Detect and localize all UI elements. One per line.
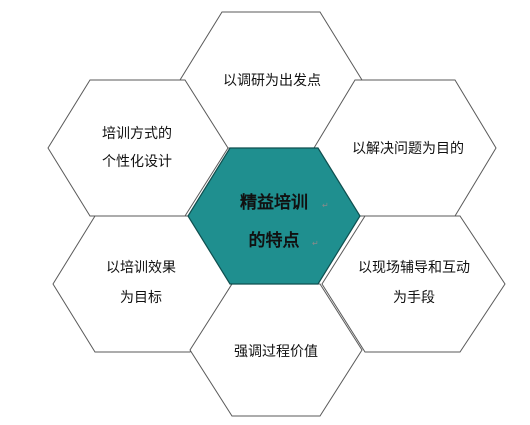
hexagon-upper-left-label-line-2: 个性化设计 [102, 154, 172, 170]
hexagon-upper-right-label-line-1: 以解决问题为目的 [352, 141, 464, 157]
hexagon-bottom-label-line-1: 强调过程价值 [234, 344, 318, 360]
hexagon-center-label-line-2: 的特点 [249, 230, 300, 251]
hexagon-lower-left-label-line-1: 以培训效果 [106, 260, 176, 276]
hexagon-lower-right-label-line-1: 以现场辅导和互动 [358, 260, 470, 276]
hexagon-top-label-line-1: 以调研为出发点 [223, 73, 321, 89]
hexagon-center: 精益培训 的特点 ↵ ↵ [187, 147, 361, 285]
hexagon-lower-right: 以现场辅导和互动 为手段 [321, 215, 506, 353]
hexagon-center-label-line-1: 精益培训 [240, 192, 308, 213]
hexagon-bottom-shape [189, 283, 363, 417]
hexagon-bottom: 强调过程价值 [189, 283, 363, 417]
paragraph-mark-icon: ↵ [322, 201, 329, 210]
hexagon-lower-right-shape [321, 215, 506, 353]
paragraph-mark-icon: ↵ [312, 239, 319, 248]
hexagon-lower-left-label-line-2: 为目标 [120, 290, 162, 306]
hexagon-lower-right-label-line-2: 为手段 [393, 290, 435, 306]
hexagon-center-shape [187, 147, 361, 285]
hexagon-upper-left-label-line-1: 培训方式的 [102, 126, 172, 142]
hexagon-upper-left: 培训方式的 个性化设计 [47, 79, 229, 217]
